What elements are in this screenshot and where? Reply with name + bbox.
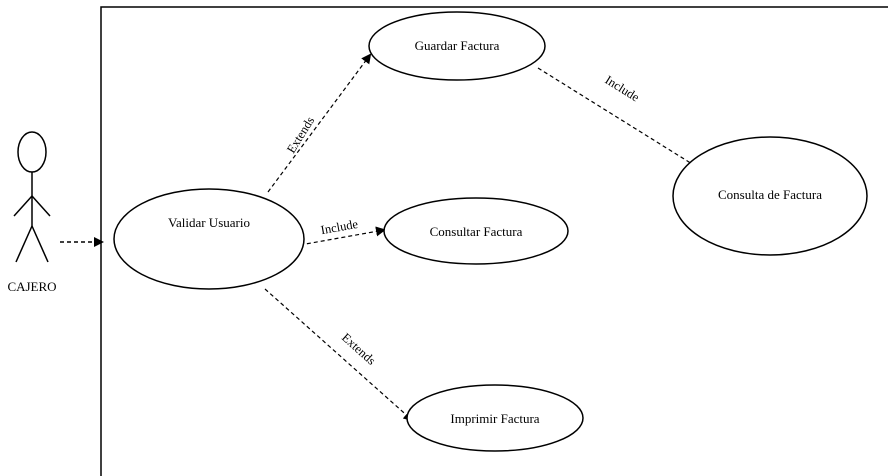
actor-label: CAJERO [7,279,56,294]
arrow-include-consultar [299,226,386,246]
label-include-consulta-de: Include [603,73,643,105]
actor-arm-right [31,195,51,217]
arrow-extends-imprimir [264,288,414,422]
label-extends-imprimir: Extends [339,330,378,367]
actor-head [17,131,47,173]
arrow-extends-guardar [267,53,372,193]
use-case-imprimir-shape [406,384,584,452]
use-case-consultar-shape [383,197,569,265]
arrow-include-consulta-de [537,67,707,174]
label-extends-guardar: Extends [284,114,317,156]
use-case-consultar-label: Consultar Factura [430,224,523,239]
use-case-consulta-de-shape [672,136,868,256]
actor-leg-left [15,225,33,263]
actor-arm-left [13,195,33,217]
use-case-validar-label: Validar Usuario [168,215,250,230]
use-case-guardar-shape [368,11,546,81]
use-case-validar-usuario[interactable]: Validar Usuario [113,188,305,290]
label-include-consultar: Include [320,217,360,237]
actor-cajero[interactable]: CAJERO [7,131,57,294]
use-case-consulta-de-factura[interactable]: Consulta de Factura [672,136,868,256]
actor-leg-right [31,225,49,263]
use-case-validar-shape [113,188,305,290]
use-case-guardar-label: Guardar Factura [415,38,500,53]
use-case-imprimir-factura[interactable]: Imprimir Factura [406,384,584,452]
use-case-consulta-de-label: Consulta de Factura [718,187,822,202]
use-case-imprimir-label: Imprimir Factura [450,411,539,426]
use-case-guardar-factura[interactable]: Guardar Factura [368,11,546,81]
use-case-consultar-factura[interactable]: Consultar Factura [383,197,569,265]
